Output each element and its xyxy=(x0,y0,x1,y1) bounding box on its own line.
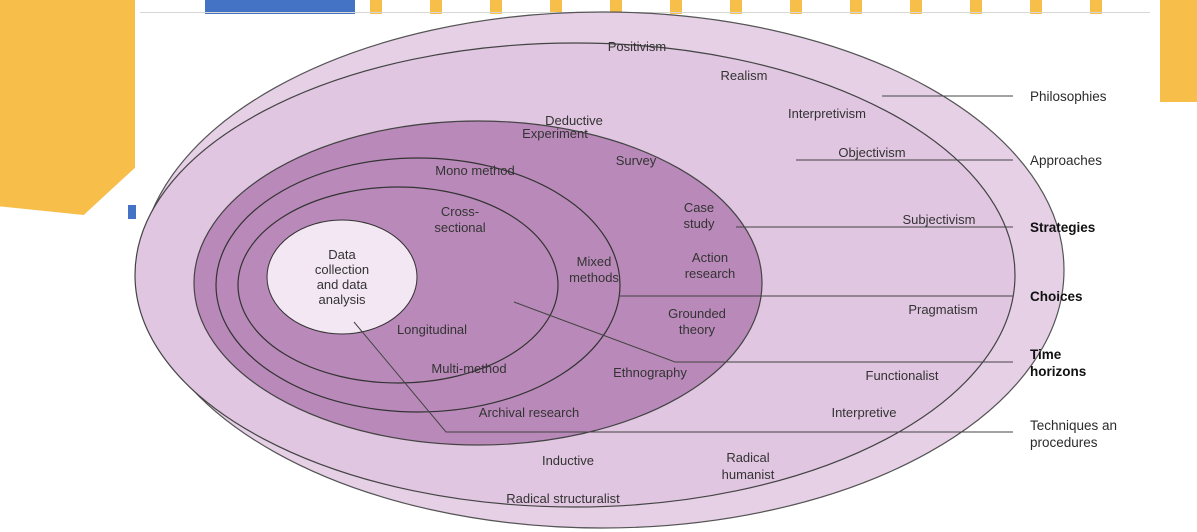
label-mixed-methods-1: Mixed xyxy=(577,254,612,269)
label-multi-method: Multi-method xyxy=(431,361,506,376)
label-archival-research: Archival research xyxy=(479,405,579,420)
yellow-marker-6 xyxy=(670,0,682,14)
legend-choices: Choices xyxy=(1030,289,1083,304)
label-grounded-theory-1: Grounded xyxy=(668,306,726,321)
techniques-leader xyxy=(353,321,1013,433)
label-experiment: Experiment xyxy=(522,126,588,141)
label-ethnography: Ethnography xyxy=(613,365,687,380)
label-deductive: Deductive xyxy=(545,113,603,128)
core-label-4: analysis xyxy=(319,292,366,307)
label-case-study-1: Case xyxy=(684,200,714,215)
label-pragmatism: Pragmatism xyxy=(908,302,977,317)
label-radical-structuralist: Radical structuralist xyxy=(506,491,620,506)
core-label-1: Data xyxy=(328,247,356,262)
yellow-marker-8 xyxy=(790,0,802,14)
label-cross-sectional-2: sectional xyxy=(434,220,485,235)
time-horizons-leader xyxy=(513,301,1013,363)
label-longitudinal: Longitudinal xyxy=(397,322,467,337)
label-interpretivism: Interpretivism xyxy=(788,106,866,121)
blue-accent-strip xyxy=(128,205,136,219)
label-grounded-theory-2: theory xyxy=(679,322,716,337)
label-radical-humanist-1: Radical xyxy=(726,450,769,465)
legend-techniques-1: Techniques an xyxy=(1030,418,1117,433)
yellow-marker-13 xyxy=(1090,0,1102,14)
label-action-research-1: Action xyxy=(692,250,728,265)
label-inductive: Inductive xyxy=(542,453,594,468)
yellow-marker-2 xyxy=(430,0,442,14)
yellow-marker-4 xyxy=(550,0,562,14)
core-circle xyxy=(266,219,418,335)
legend-strategies: Strategies xyxy=(1030,220,1095,235)
legend-time-horizons-2: horizons xyxy=(1030,364,1086,379)
label-survey: Survey xyxy=(616,153,657,168)
label-interpretive: Interpretive xyxy=(831,405,896,420)
label-positivism: Positivism xyxy=(608,39,667,54)
label-subjectivism: Subjectivism xyxy=(903,212,976,227)
yellow-marker-10 xyxy=(910,0,922,14)
legend-philosophies: Philosophies xyxy=(1030,89,1107,104)
label-action-research-2: research xyxy=(685,266,736,281)
label-cross-sectional-1: Cross- xyxy=(441,204,479,219)
label-mono-method: Mono method xyxy=(435,163,515,178)
core-label-3: and data xyxy=(317,277,368,292)
yellow-marker-5 xyxy=(610,0,622,14)
label-case-study-2: study xyxy=(683,216,715,231)
yellow-marker-9 xyxy=(850,0,862,14)
yellow-marker-7 xyxy=(730,0,742,14)
label-mixed-methods-2: methods xyxy=(569,270,619,285)
label-functionalist: Functionalist xyxy=(866,368,939,383)
yellow-marker-1 xyxy=(370,0,382,14)
core-label-2: collection xyxy=(315,262,369,277)
label-objectivism: Objectivism xyxy=(838,145,905,160)
yellow-corner-shape xyxy=(1160,0,1197,102)
yellow-marker-3 xyxy=(490,0,502,14)
legend-techniques-2: procedures xyxy=(1030,435,1098,450)
legend-approaches: Approaches xyxy=(1030,153,1102,168)
label-realism: Realism xyxy=(721,68,768,83)
label-radical-humanist-2: humanist xyxy=(722,467,775,482)
yellow-marker-11 xyxy=(970,0,982,14)
yellow-ribbon-shape xyxy=(0,0,135,215)
legend-time-horizons-1: Time xyxy=(1030,347,1062,362)
blue-banner-shape xyxy=(205,0,355,14)
yellow-marker-12 xyxy=(1030,0,1042,14)
